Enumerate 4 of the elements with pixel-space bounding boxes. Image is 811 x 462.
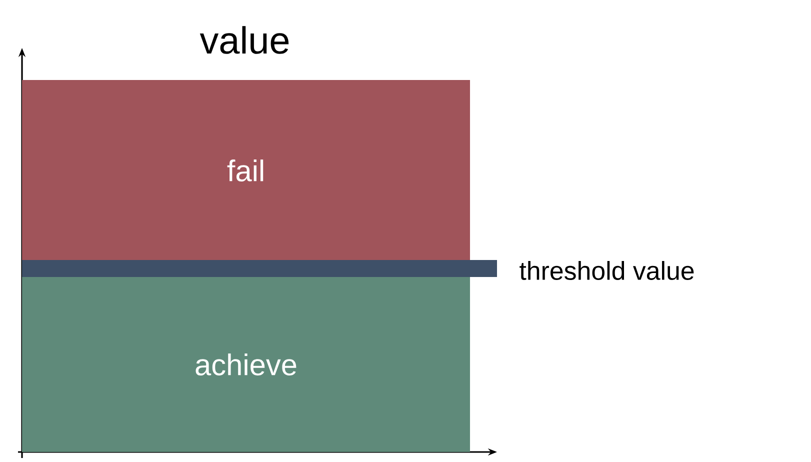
- band: fail: [22, 80, 470, 261]
- band: achieve: [22, 277, 470, 452]
- threshold-bar: [22, 260, 497, 277]
- threshold-label: threshold value: [520, 260, 694, 280]
